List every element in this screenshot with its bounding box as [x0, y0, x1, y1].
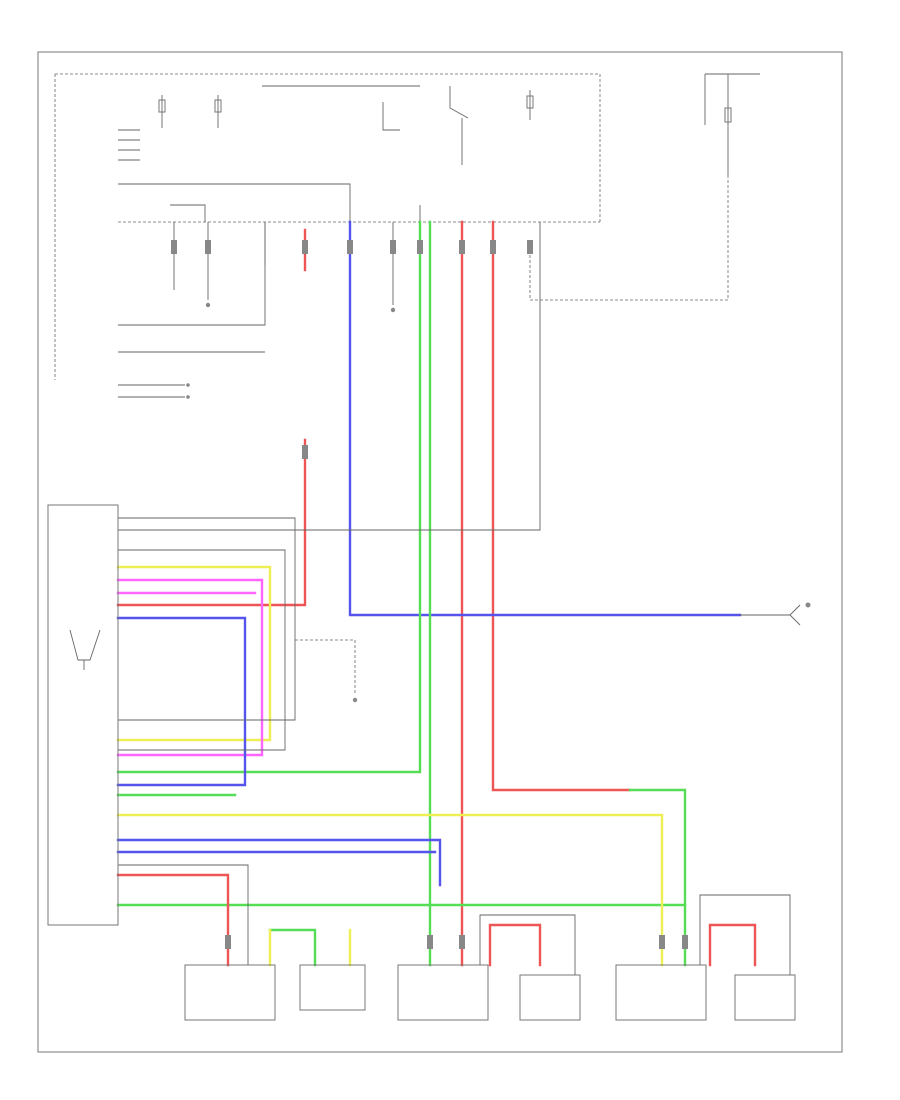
connector-icon	[417, 240, 423, 254]
motor-icon	[299, 964, 366, 1011]
red-wire-lower	[116, 438, 307, 607]
motor-icon	[519, 974, 581, 1021]
motor-icon	[734, 974, 796, 1021]
red-wire-motor-2	[708, 923, 757, 967]
connector-icon	[205, 240, 211, 254]
connector-icon	[682, 935, 688, 949]
connector-icon	[459, 935, 465, 949]
ground-icon	[352, 697, 358, 703]
motor-icon	[397, 964, 489, 1021]
gray-wire-a	[118, 222, 541, 531]
black-wire-b	[118, 549, 286, 751]
connector-icon	[490, 240, 496, 254]
connector-icon	[302, 240, 308, 254]
pink-wire-a	[116, 578, 264, 757]
diagram-frame	[37, 51, 843, 1053]
ground-icon	[390, 307, 396, 313]
fuse-icon	[526, 95, 534, 109]
fuse-icon	[724, 107, 732, 123]
connector-icon	[459, 240, 465, 254]
yellow-wire-a	[116, 813, 664, 967]
green-wire-a	[116, 220, 422, 774]
green-wire-c	[116, 903, 687, 967]
bottom-assemblies	[184, 894, 796, 1021]
connector-icon	[186, 395, 190, 399]
left-control-labels	[118, 129, 266, 399]
red-wire-lower-left	[116, 873, 230, 967]
gray-wire-b	[118, 864, 249, 965]
yellow-wire-b	[116, 565, 272, 742]
green-wire-d	[628, 788, 687, 907]
connector-icon	[427, 935, 433, 949]
connector-icon	[302, 445, 308, 459]
red-wire-motor-1	[488, 923, 542, 967]
junction-drops	[173, 205, 421, 313]
red-wire-right	[491, 220, 632, 792]
junction-block-top	[54, 73, 601, 380]
motor-icon	[615, 964, 707, 1021]
black-wire-a	[118, 517, 296, 721]
connector-icon	[225, 935, 231, 949]
connector-icon	[347, 240, 353, 254]
switch-icon	[805, 602, 811, 608]
right-window-switch	[740, 602, 811, 626]
connector-icon	[171, 240, 177, 254]
master-switch-assembly	[47, 504, 119, 926]
blue-wire-switch	[348, 220, 742, 617]
fuse-icon	[214, 99, 222, 113]
connector-icon	[527, 240, 533, 254]
connector-icon	[659, 935, 665, 949]
connector-icon	[390, 240, 396, 254]
green-wire-f	[268, 928, 317, 967]
connector-icon	[186, 383, 190, 387]
ground-icon	[205, 302, 211, 308]
fuse-box-top-right	[529, 73, 760, 301]
blue-wire-lower-a	[116, 616, 247, 787]
blue-wire-lower-b	[116, 838, 442, 887]
connector-marks	[171, 240, 688, 949]
fuse-icon	[158, 99, 166, 113]
ground-block-center	[295, 639, 358, 703]
motor-icon	[184, 964, 276, 1021]
